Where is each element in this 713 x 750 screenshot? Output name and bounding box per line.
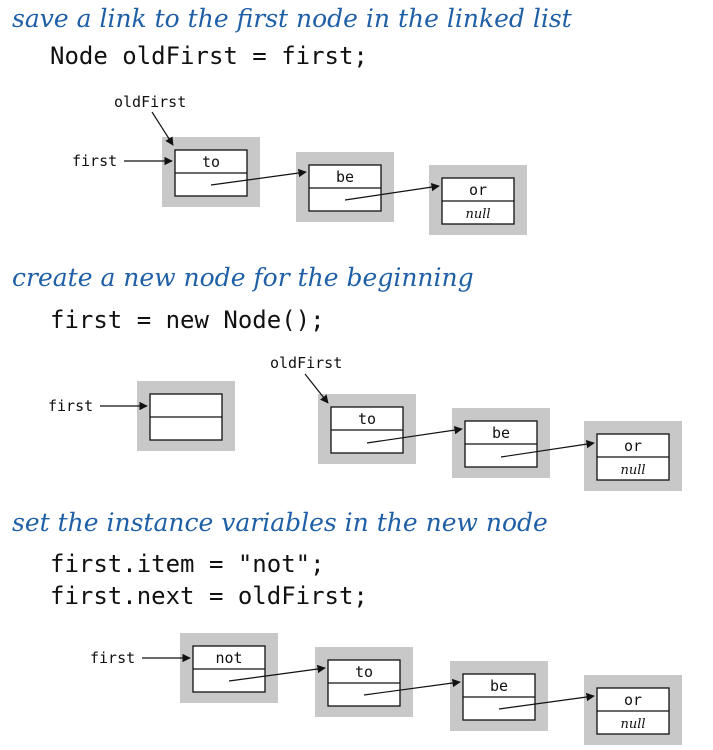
node-be: be (296, 152, 394, 222)
node-new-empty (137, 381, 235, 451)
null-label: null (620, 717, 645, 732)
node-item: not (215, 649, 242, 667)
node-not: not (180, 633, 278, 703)
oldfirst-label: oldFirst (114, 93, 186, 111)
step2-heading: create a new node for the beginning (12, 263, 474, 292)
step3-heading: set the instance variables in the new no… (12, 508, 548, 537)
oldfirst-pointer (304, 373, 329, 404)
next-link (344, 182, 440, 201)
step1-diagram: to be or null first oldFirst (72, 93, 527, 235)
first-label: first (48, 397, 93, 415)
node-or: or null (584, 675, 682, 745)
node-item: or (624, 691, 642, 709)
next-link (228, 664, 326, 682)
node-or: or null (584, 421, 682, 491)
step3-diagram: not to be or null (90, 633, 682, 745)
next-link (210, 168, 307, 186)
step3-code-line2: first.next = oldFirst; (50, 582, 368, 610)
step2-diagram: to be or null first oldFirst (48, 354, 682, 491)
next-link (500, 439, 595, 458)
null-label: null (620, 463, 645, 478)
node-item: be (336, 168, 354, 186)
node-to: to (318, 394, 416, 464)
node-item: or (624, 437, 642, 455)
null-label: null (465, 207, 490, 222)
node-to: to (162, 137, 260, 207)
node-to: to (315, 647, 413, 717)
node-item: to (355, 663, 373, 681)
next-link (498, 692, 595, 710)
step1-code: Node oldFirst = first; (50, 42, 368, 70)
node-be: be (452, 408, 550, 478)
first-label: first (72, 152, 117, 170)
node-item: be (490, 677, 508, 695)
step3-code-line1: first.item = "not"; (50, 550, 325, 578)
step2-code: first = new Node(); (50, 306, 325, 334)
next-link (363, 678, 461, 696)
node-item: to (202, 153, 220, 171)
step1-heading: save a link to the first node in the lin… (12, 4, 572, 33)
node-or: or null (429, 165, 527, 235)
node-item: be (492, 424, 510, 442)
first-label: first (90, 649, 135, 667)
next-link (366, 425, 463, 444)
node-item: or (469, 181, 487, 199)
oldfirst-pointer (151, 111, 174, 146)
node-item: to (358, 410, 376, 428)
node-be: be (450, 661, 548, 731)
oldfirst-label: oldFirst (270, 354, 342, 372)
